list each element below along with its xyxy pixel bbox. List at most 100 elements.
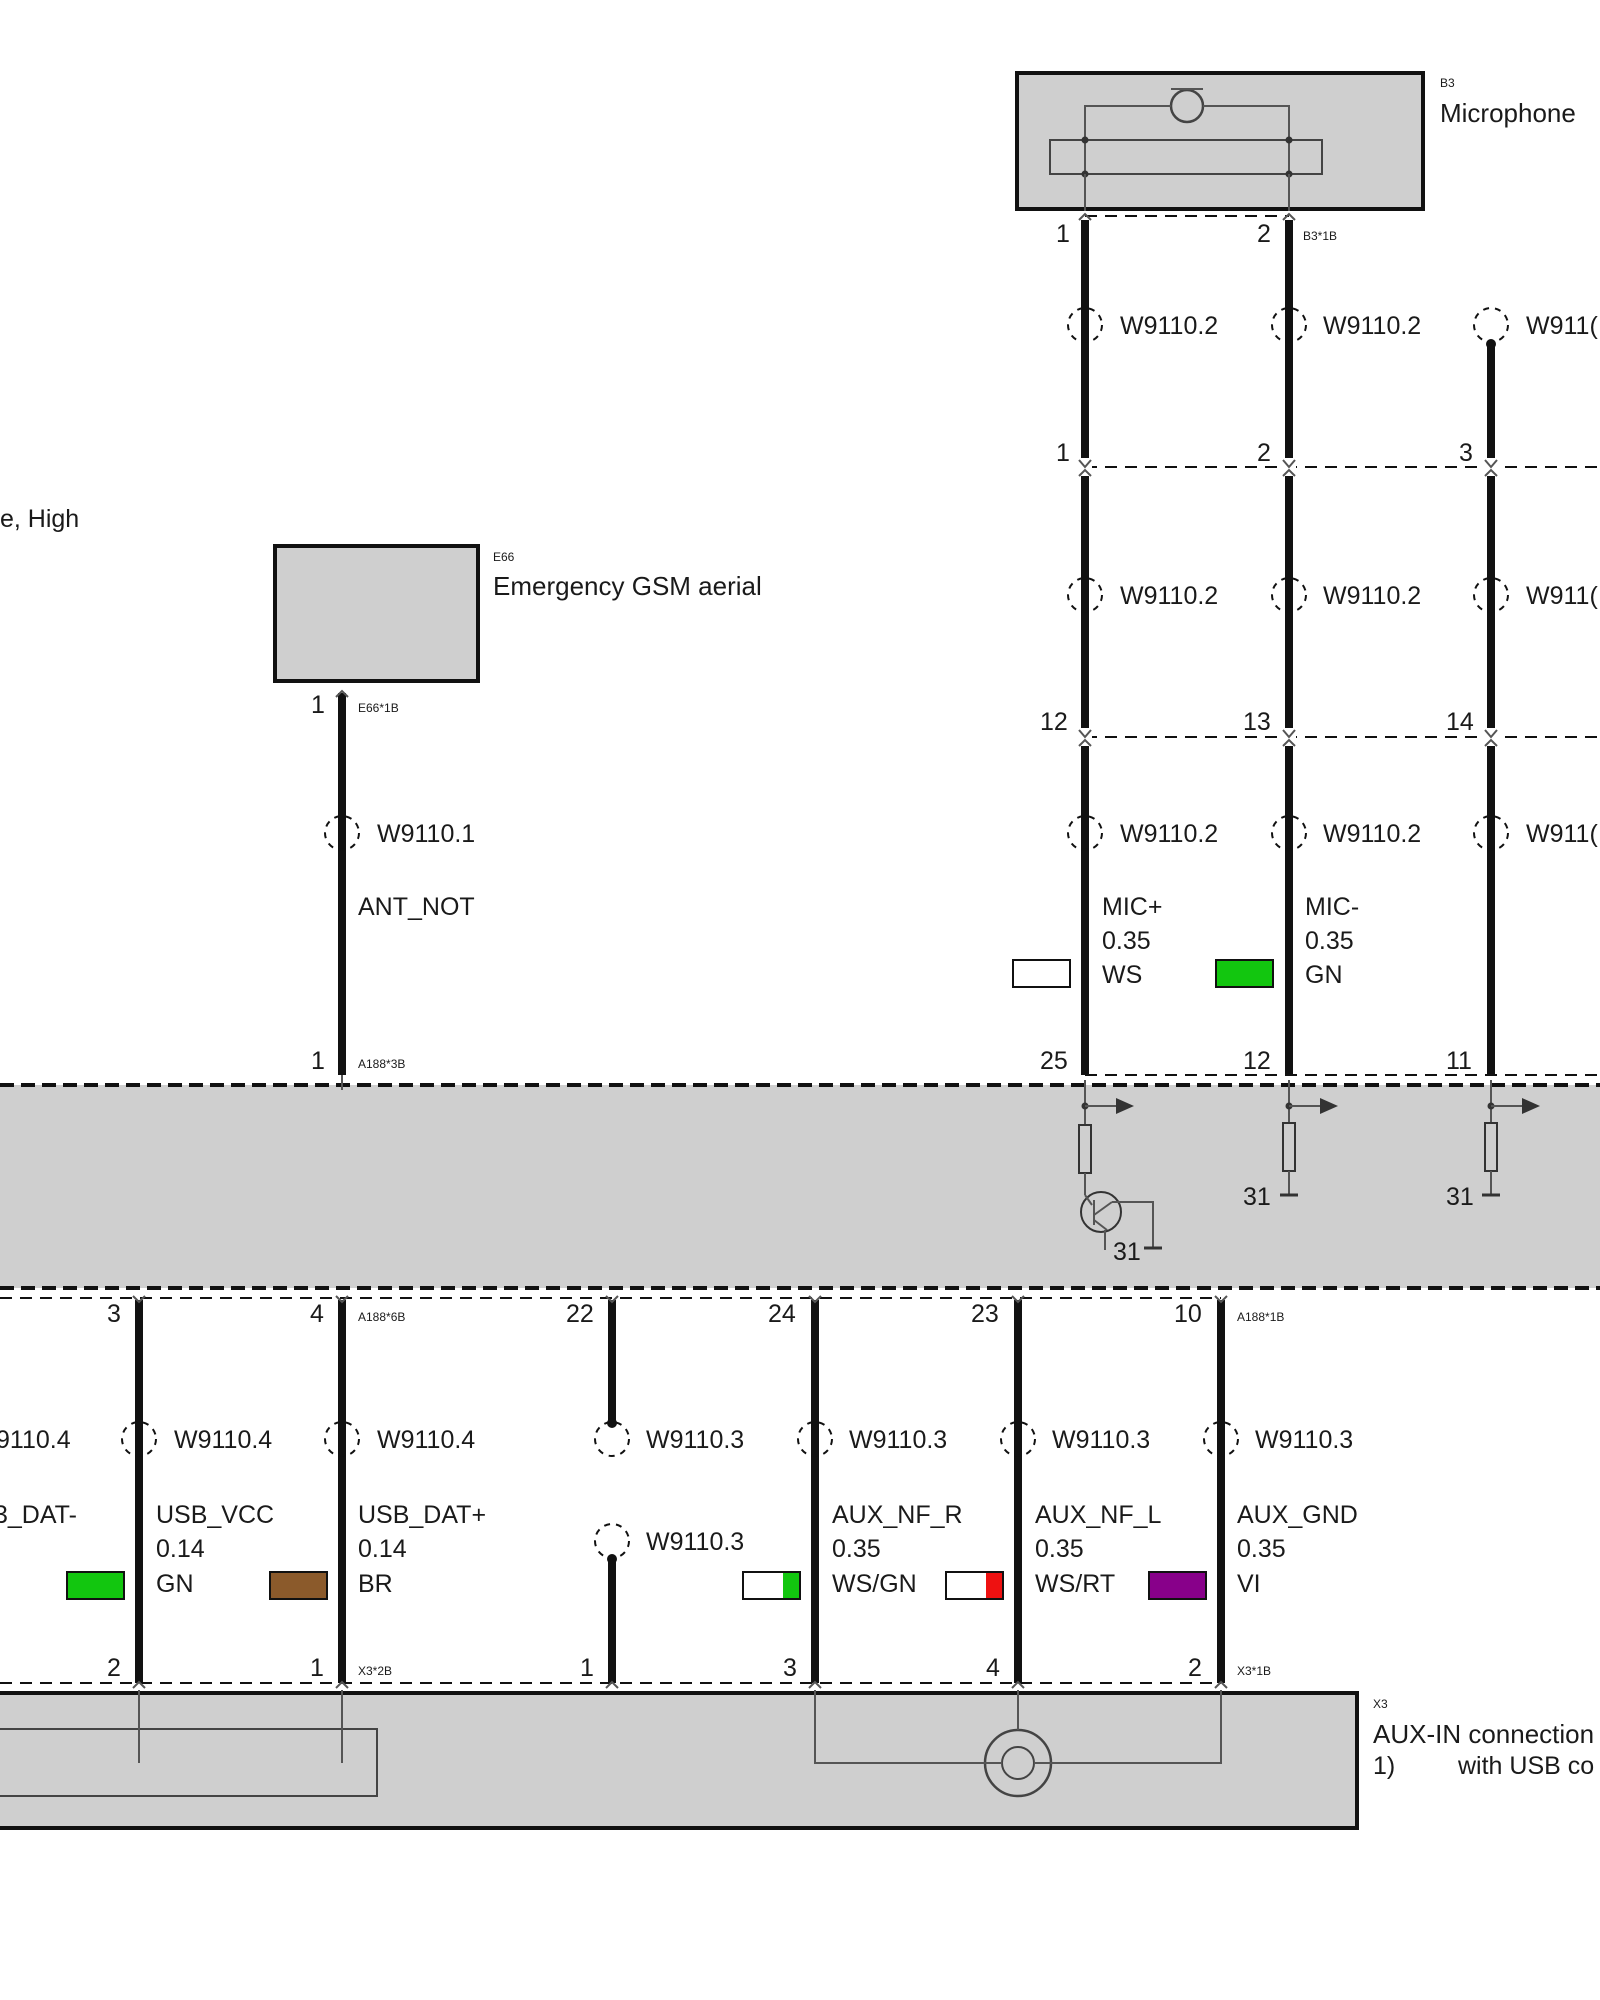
x3-pin-2a: 2	[107, 1654, 121, 1682]
row1-pin-2: 2	[1257, 439, 1271, 467]
color-aux-nf-r: WS/GN	[832, 1570, 917, 1598]
control-unit-body	[0, 1085, 1600, 1288]
row2-pin-14: 14	[1446, 708, 1474, 736]
shield-label-aux-gnd: W9110.3	[1255, 1426, 1353, 1454]
size-usb-dat-plus: 0.14	[358, 1535, 407, 1563]
row1-pin-3: 3	[1459, 439, 1473, 467]
gsm-aerial-label: Emergency GSM aerial	[493, 571, 762, 601]
microphone-code: B3	[1440, 76, 1455, 90]
size-aux-nf-l: 0.35	[1035, 1535, 1084, 1563]
shield-label-usb-vcc: W9110.4	[174, 1426, 272, 1454]
shield-label-cut-3: W911(	[1526, 820, 1598, 848]
shield-label-mic-a: W9110.2	[1120, 312, 1218, 340]
swatch-aux-nf-r	[742, 1571, 801, 1600]
ground-31-col3: 31	[1446, 1183, 1474, 1211]
x3-pin-1a: 1	[310, 1654, 324, 1682]
aux-in-note-number: 1)	[1373, 1752, 1395, 1780]
shield-symbols-top	[324, 307, 1509, 851]
signal-aux-nf-r: AUX_NF_R	[832, 1501, 963, 1529]
shield-label-cut-w4: 9110.4	[0, 1426, 71, 1454]
signal-ant-not: ANT_NOT	[358, 893, 475, 921]
gsm-pin-1: 1	[311, 691, 325, 719]
shield-label-mic-b: W9110.2	[1323, 312, 1421, 340]
shield-label-aux-nf-r: W9110.3	[849, 1426, 947, 1454]
x3-pin-3: 3	[783, 1654, 797, 1682]
aux-in-component	[0, 1690, 1359, 1830]
signal-aux-nf-l: AUX_NF_L	[1035, 1501, 1162, 1529]
size-aux-gnd: 0.35	[1237, 1535, 1286, 1563]
mic-pin-2: 2	[1257, 220, 1271, 248]
color-aux-gnd: VI	[1237, 1570, 1261, 1598]
shield-label-row2-a: W9110.2	[1120, 820, 1218, 848]
color-mic-plus: WS	[1102, 961, 1142, 989]
gsm-aerial-connector: E66*1B	[358, 701, 399, 715]
a188-top-pin-25: 25	[1040, 1047, 1068, 1075]
ground-31-col2: 31	[1243, 1183, 1271, 1211]
shield-label-row1-a: W9110.2	[1120, 582, 1218, 610]
size-mic-plus: 0.35	[1102, 927, 1151, 955]
size-aux-nf-r: 0.35	[832, 1535, 881, 1563]
x3-pin-4: 4	[986, 1654, 1000, 1682]
color-usb-vcc: GN	[156, 1570, 194, 1598]
x3-connector-1b: X3*1B	[1237, 1664, 1271, 1678]
gsm-aerial-code: E66	[493, 550, 515, 564]
microphone-label: Microphone	[1440, 98, 1576, 128]
microphone-component	[1015, 71, 1425, 211]
a188-bottom-pin-22: 22	[566, 1300, 594, 1328]
color-aux-nf-l: WS/RT	[1035, 1570, 1115, 1598]
partial-top-left-text: e, High	[0, 505, 79, 533]
swatch-usb-vcc	[269, 1571, 328, 1600]
signal-usb-dat-minus: 3_DAT-	[0, 1501, 77, 1529]
microphone-connector: B3*1B	[1303, 229, 1337, 243]
internal-circuit	[341, 1075, 1540, 1250]
a188-top-pin-12: 12	[1243, 1047, 1271, 1075]
color-usb-dat-plus: BR	[358, 1570, 393, 1598]
a188-bottom-pin-24: 24	[768, 1300, 796, 1328]
shield-label-cut-1: W911(	[1526, 312, 1598, 340]
shield-label-aux-nf-l: W9110.3	[1052, 1426, 1150, 1454]
signal-usb-dat-plus: USB_DAT+	[358, 1501, 486, 1529]
x3-pin-2b: 2	[1188, 1654, 1202, 1682]
row1-pin-1: 1	[1056, 439, 1070, 467]
x3-pin-1b: 1	[580, 1654, 594, 1682]
swatch-usb-dat-minus	[66, 1571, 125, 1600]
aux-in-note-text: with USB co	[1457, 1752, 1594, 1780]
aux-in-code: X3	[1373, 1697, 1388, 1711]
shield-symbols-bottom	[121, 1421, 1239, 1559]
signal-mic-plus: MIC+	[1102, 893, 1162, 921]
signal-aux-gnd: AUX_GND	[1237, 1501, 1358, 1529]
shield-label-w1: W9110.1	[377, 820, 475, 848]
mic-pin-1: 1	[1056, 220, 1070, 248]
aux-in-label: AUX-IN connection	[1373, 1719, 1594, 1749]
a188-top-pin-1: 1	[311, 1047, 325, 1075]
shield-label-row1-b: W9110.2	[1323, 582, 1421, 610]
shield-label-row2-b: W9110.2	[1323, 820, 1421, 848]
row2-pin-13: 13	[1243, 708, 1271, 736]
shield-label-usb-dat-plus: W9110.4	[377, 1426, 475, 1454]
a188-top-connector: A188*3B	[358, 1057, 405, 1071]
ground-31-transistor: 31	[1113, 1238, 1141, 1266]
swatch-aux-nf-l	[945, 1571, 1004, 1600]
size-mic-minus: 0.35	[1305, 927, 1354, 955]
shield-label-pin22-b: W9110.3	[646, 1528, 744, 1556]
size-usb-vcc: 0.14	[156, 1535, 205, 1563]
swatch-mic-minus	[1215, 959, 1274, 988]
row2-pin-12: 12	[1040, 708, 1068, 736]
shield-label-cut-2: W911(	[1526, 582, 1598, 610]
signal-mic-minus: MIC-	[1305, 893, 1359, 921]
a188-bottom-connector-6b: A188*6B	[358, 1310, 405, 1324]
a188-bottom-pin-3: 3	[107, 1300, 121, 1328]
a188-bottom-pin-23: 23	[971, 1300, 999, 1328]
shield-label-pin22-a: W9110.3	[646, 1426, 744, 1454]
a188-bottom-pin-10: 10	[1174, 1300, 1202, 1328]
gsm-aerial-box	[273, 544, 480, 683]
signal-usb-vcc: USB_VCC	[156, 1501, 274, 1529]
a188-bottom-connector-1b: A188*1B	[1237, 1310, 1284, 1324]
swatch-aux-gnd	[1148, 1571, 1207, 1600]
x3-connector-2b: X3*2B	[358, 1664, 392, 1678]
a188-bottom-pin-4: 4	[310, 1300, 324, 1328]
a188-top-pin-11: 11	[1446, 1047, 1472, 1075]
color-mic-minus: GN	[1305, 961, 1343, 989]
swatch-mic-plus	[1012, 959, 1071, 988]
